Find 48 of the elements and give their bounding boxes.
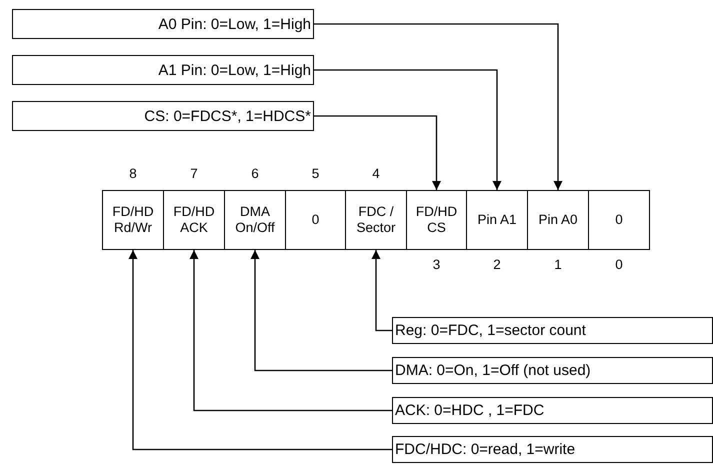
bit-number: 7	[189, 166, 199, 181]
bit-label: Pin A1	[477, 212, 517, 228]
callout-box	[12, 9, 314, 39]
callout-text: FDC/HDC: 0=read, 1=write	[395, 441, 576, 458]
arrow	[314, 23, 562, 190]
bit-cell	[406, 190, 467, 250]
bit-cell	[345, 190, 407, 250]
callout-box	[12, 55, 314, 85]
bit-number: 2	[492, 257, 502, 272]
bit-label: DMA On/Off	[234, 204, 276, 236]
callout-box	[392, 357, 713, 384]
arrow	[372, 250, 392, 332]
bit-cell	[466, 190, 528, 250]
bit-cell	[102, 190, 164, 250]
bit-label: FDC / Sector	[355, 204, 397, 236]
bit-number: 3	[432, 257, 442, 272]
callout-text: Reg: 0=FDC, 1=sector count	[395, 322, 586, 339]
bit-cell	[527, 190, 589, 250]
callout-text: ACK: 0=HDC , 1=FDC	[395, 402, 544, 419]
bit-number: 8	[128, 166, 138, 181]
arrow	[190, 250, 392, 412]
bit-cell	[588, 190, 650, 250]
arrow	[250, 250, 392, 372]
bit-label: 0	[312, 212, 320, 228]
bit-cell	[224, 190, 286, 250]
callout-box	[392, 397, 713, 424]
bit-label: Pin A0	[538, 212, 578, 228]
callout-box	[12, 101, 314, 131]
arrow	[314, 115, 441, 190]
bit-number: 1	[553, 257, 563, 272]
bit-label: FD/HD ACK	[172, 204, 216, 236]
callout-text: A1 Pin: 0=Low, 1=High	[158, 62, 311, 78]
bit-cell	[163, 190, 225, 250]
callout-box	[392, 317, 713, 344]
callout-text: A0 Pin: 0=Low, 1=High	[158, 16, 311, 32]
arrow	[314, 69, 502, 190]
bit-cell	[285, 190, 346, 250]
bit-label: FD/HD CS	[414, 204, 458, 236]
bit-number: 0	[614, 257, 624, 272]
bit-number: 4	[371, 166, 381, 181]
callout-text: DMA: 0=On, 1=Off (not used)	[395, 362, 591, 379]
bit-label: 0	[615, 212, 623, 228]
callout-box	[392, 436, 713, 463]
arrow	[128, 250, 392, 450]
bit-label: FD/HD Rd/Wr	[111, 204, 155, 236]
bit-number: 5	[310, 166, 320, 181]
bit-number: 6	[250, 166, 260, 181]
callout-text: CS: 0=FDCS*, 1=HDCS*	[144, 108, 311, 124]
